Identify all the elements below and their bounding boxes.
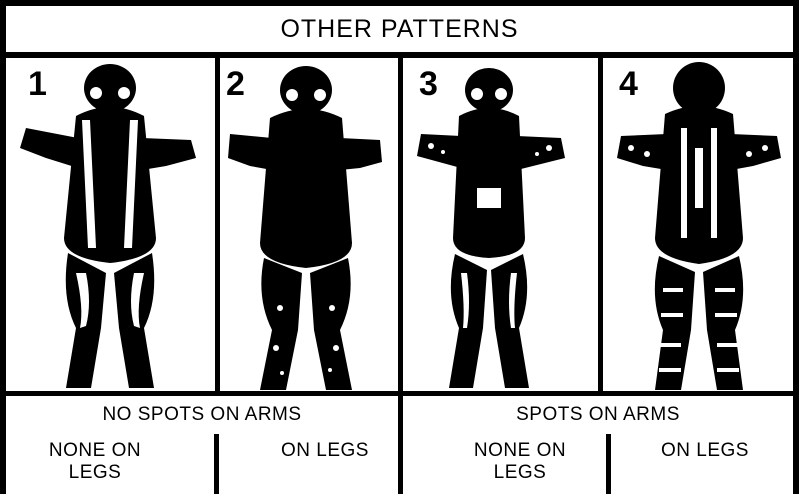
frog-panel-1: 1 bbox=[6, 58, 215, 391]
frog-figure-3 bbox=[403, 58, 598, 391]
frog-panel-3: 3 bbox=[403, 58, 598, 391]
frog-figure-4 bbox=[603, 58, 793, 391]
frog-panel-4: 4 bbox=[603, 58, 793, 391]
figure-title: OTHER PATTERNS bbox=[0, 14, 799, 44]
label-on-legs-2: ON LEGS bbox=[625, 440, 785, 462]
label-none-on-legs-2: NONE ON LEGS bbox=[440, 440, 600, 484]
subgroup-divider-left bbox=[214, 434, 219, 494]
group-heading-no-arm-spots: NO SPOTS ON ARMS bbox=[6, 404, 398, 426]
top-border bbox=[0, 0, 799, 6]
frog-figure-1 bbox=[6, 58, 215, 391]
frog-figure-2 bbox=[220, 58, 398, 391]
right-border bbox=[793, 0, 799, 494]
label-none-on-legs-1: NONE ON LEGS bbox=[20, 440, 170, 484]
group-heading-arm-spots: SPOTS ON ARMS bbox=[403, 404, 793, 426]
subgroup-divider-right bbox=[606, 434, 611, 494]
label-on-legs-1: ON LEGS bbox=[250, 440, 400, 462]
frog-panel-2: 2 bbox=[220, 58, 398, 391]
